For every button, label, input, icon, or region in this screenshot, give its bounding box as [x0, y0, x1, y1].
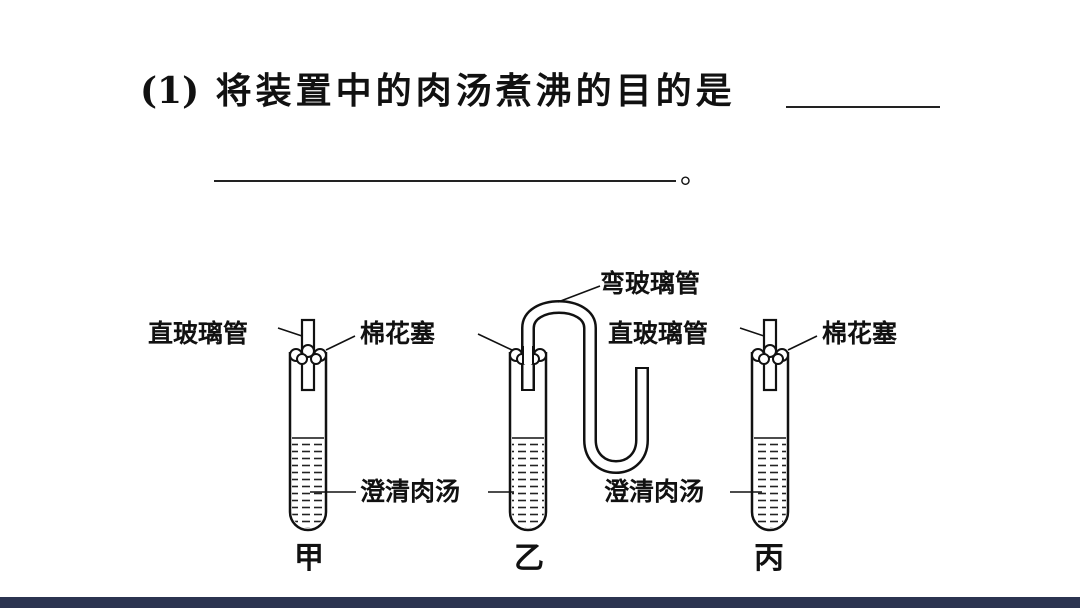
label-cotton-plug-right: 棉花塞	[822, 319, 897, 348]
label-broth-left: 澄清肉汤	[360, 477, 460, 506]
tube-label-yi: 乙	[514, 541, 544, 576]
test-tube-jia	[288, 318, 328, 532]
label-straight-tube-right: 直玻璃管	[608, 319, 708, 348]
leader-lines	[277, 285, 818, 493]
question-end-mark: 。	[680, 157, 709, 190]
test-tube-yi	[508, 300, 649, 532]
answer-blank-1[interactable]	[786, 106, 940, 108]
question-line: (1) 将装置中的肉汤煮沸的目的是	[140, 62, 736, 112]
question-text: 将装置中的肉汤煮沸的目的是	[215, 71, 736, 112]
test-tube-bing	[750, 318, 790, 532]
label-broth-right: 澄清肉汤	[604, 477, 704, 506]
answer-blank-2[interactable]	[214, 180, 676, 182]
bottom-bar	[0, 597, 1080, 608]
label-cotton-plug-left: 棉花塞	[360, 319, 435, 348]
cotton-plug-middle	[509, 346, 547, 365]
cotton-plug-right	[751, 344, 789, 365]
label-straight-tube-left: 直玻璃管	[148, 319, 248, 348]
bent-glass-tube	[521, 300, 649, 474]
tube-label-jia: 甲	[294, 541, 324, 576]
tube-label-bing: 丙	[754, 541, 784, 576]
label-bent-tube: 弯玻璃管	[600, 269, 700, 298]
cotton-plug-left	[289, 344, 327, 365]
question-number: (1)	[140, 70, 200, 112]
